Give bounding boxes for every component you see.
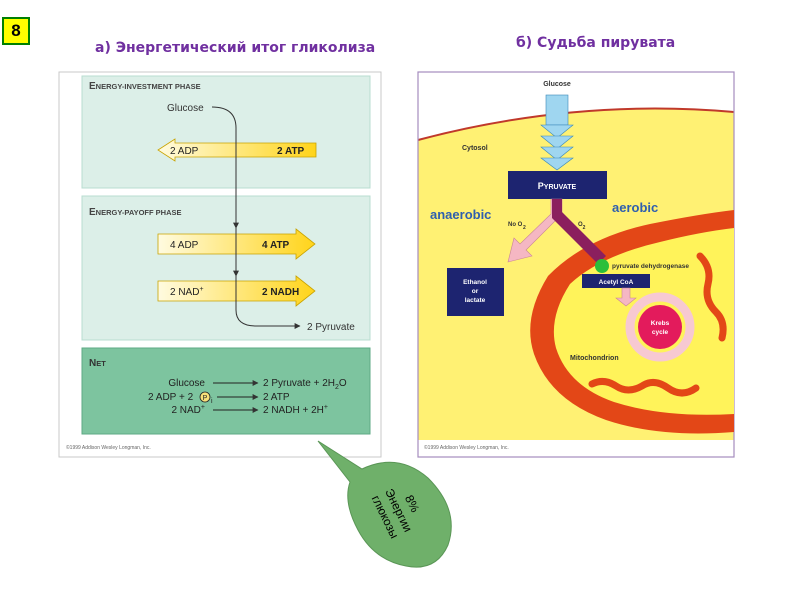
cell-membrane [417, 107, 735, 141]
aerobic-label: aerobic [612, 200, 658, 215]
mitochondrion-crista-1 [588, 377, 700, 397]
net-nad: 2 NAD+ [171, 404, 205, 416]
krebs-cycle-ring [625, 292, 695, 362]
payoff-phase-panel [81, 195, 371, 341]
pyruvate-fate-copyright: ©1999 Addison Wesley Longman, Inc. [424, 444, 509, 451]
acetyl-coa-box [582, 274, 650, 288]
net-nadh: 2 NADH + 2H+ [263, 404, 328, 416]
cytosol-label: Cytosol [462, 145, 488, 152]
glycolysis-copyright: ©1999 Addison Wesley Longman, Inc. [66, 444, 151, 451]
callout-percent: 8% [402, 493, 422, 515]
or-label: or [472, 288, 479, 295]
net-glucose: Glucose [168, 378, 205, 389]
anaerobic-label: anaerobic [430, 207, 491, 222]
investment-adp-label: 2 ADP [170, 146, 199, 157]
payoff-phase-title: ENERGY-PAYOFF PHASE [89, 207, 182, 218]
investment-phase-title: ENERGY-INVESTMENT PHASE [89, 81, 201, 92]
callout-bubble [317, 440, 452, 568]
krebs-cycle-core [638, 305, 682, 349]
payoff-nad-label: 2 NAD+ [170, 286, 204, 298]
pyruvate-box [508, 171, 607, 199]
net-panel [81, 347, 371, 435]
net-adp-pi: 2 ADP + 2 [148, 392, 194, 403]
mitochondrion-crista-2 [696, 252, 727, 342]
heading-glycolysis-energy: а) Энергетический итог гликолиза [95, 40, 376, 56]
fate-glucose-label: Glucose [543, 81, 571, 88]
pyruvate-label: PYRUVATE [538, 181, 577, 191]
aerobic-branch-arrow [552, 199, 606, 264]
no-oxygen-subscript: 2 [523, 225, 526, 231]
energy-callout: 8% Энергии глюкозы [317, 440, 452, 568]
payoff-adp-label: 4 ADP [170, 240, 199, 251]
phosphate-symbol: P [203, 395, 208, 402]
net-pyruvate-water: 2 Pyruvate + 2H2O [263, 378, 347, 391]
glycolysis-figure: ENERGY-INVESTMENT PHASE Glucose 2 ADP 2 … [58, 71, 382, 458]
investment-glucose-label: Glucose [167, 103, 204, 114]
bottom-strip [418, 440, 734, 457]
krebs-label-1: Krebs [651, 320, 670, 327]
glucose-chevron-1 [540, 124, 574, 139]
ethanol-label: Ethanol [463, 279, 487, 286]
investment-phase-panel [81, 75, 371, 189]
extracellular-area [418, 72, 734, 140]
payoff-nadh-label: 2 NADH [262, 287, 299, 298]
pyruvate-dehydrogenase-label: pyruvate dehydrogenase [612, 263, 689, 270]
heading-pyruvate-fate: б) Судьба пирувата [516, 35, 676, 51]
glucose-chevron-3 [540, 146, 574, 161]
adp-atp-investment-arrow [157, 138, 317, 162]
krebs-label-2: cycle [652, 329, 669, 336]
slide-number: 8 [2, 17, 30, 45]
glucose-entry-arrow-shaft [545, 94, 569, 126]
pyruvate-fate-figure: Glucose Cytosol PYRUVATE anaerobic aerob… [417, 71, 735, 458]
glycolysis-flow-line [211, 106, 301, 329]
net-atp: 2 ATP [263, 392, 290, 403]
acetyl-to-krebs-arrow [615, 287, 637, 307]
lactate-label: lactate [465, 297, 486, 304]
glucose-chevron-2 [540, 135, 574, 150]
no-oxygen-label: No O [508, 222, 523, 228]
mitochondrion-label: Mitochondrion [570, 355, 619, 362]
net-title: NET [89, 358, 106, 369]
phosphate-icon [199, 391, 211, 403]
investment-atp-label: 2 ATP [277, 146, 305, 157]
glucose-chevron-4 [540, 157, 574, 171]
pyruvate-dehydrogenase-icon [595, 259, 609, 273]
payoff-atp-label: 4 ATP [262, 240, 290, 251]
acetyl-coa-label: Acetyl CoA [599, 279, 634, 286]
pyruvate-product-label: 2 Pyruvate [307, 322, 355, 333]
oxygen-label: O2 [578, 222, 586, 231]
phosphate-subscript: i [211, 398, 213, 405]
ethanol-lactate-box [447, 268, 504, 316]
